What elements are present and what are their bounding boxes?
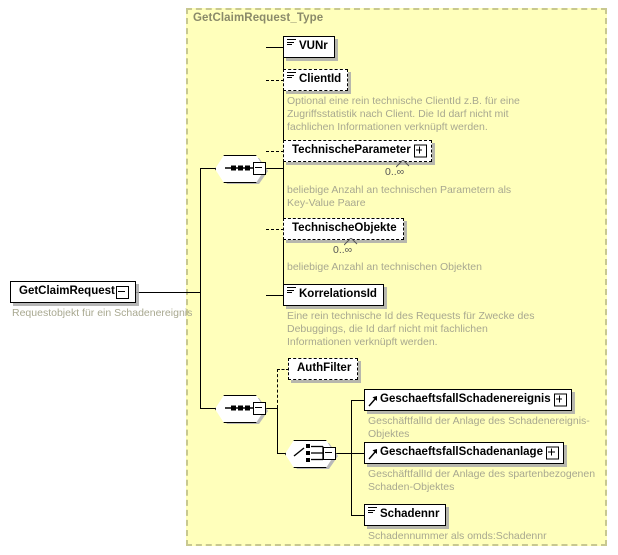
sequence-lines-icon <box>287 72 296 79</box>
connector-seq2-spine-down <box>277 408 278 453</box>
node-label: ClientId <box>299 73 342 86</box>
connector-seq1-out <box>264 168 284 169</box>
occurrence-mark-icon <box>344 238 358 246</box>
collapse-toggle-sequence-2[interactable] <box>253 402 266 415</box>
occurrence-technische-parameter: 0..∞ <box>385 166 405 178</box>
connector-root <box>127 292 201 293</box>
description-technische-parameter: beliebige Anzahl an technischen Paramete… <box>287 184 512 209</box>
node-label: TechnischeParameter <box>292 144 411 157</box>
collapse-toggle-choice[interactable] <box>323 447 336 460</box>
node-schadennr[interactable]: Schadennr <box>364 504 447 526</box>
sequence-lines-icon <box>287 287 296 294</box>
reference-arrow-icon <box>368 449 377 460</box>
node-geschaeftsfall-schadenereignis[interactable]: GeschaeftsfallSchadenereignis <box>364 389 572 411</box>
node-auth-filter[interactable]: AuthFilter <box>288 358 359 380</box>
node-label: AuthFilter <box>297 362 352 375</box>
collapse-toggle-sequence-1[interactable] <box>253 162 266 175</box>
node-label: GeschaeftsfallSchadenanlage <box>380 446 543 459</box>
expand-toggle-geschaeftsfall-schadenanlage[interactable] <box>545 446 559 460</box>
sequence-icon <box>225 405 255 411</box>
description-geschaeftsfall-schadenanlage: GeschäftfallId der Anlage des spartenbez… <box>368 468 596 493</box>
expand-toggle-technische-parameter[interactable] <box>413 144 427 158</box>
collapse-toggle-root[interactable] <box>116 286 129 299</box>
connector-seq1-in <box>200 168 216 169</box>
connector-choice-spine-down <box>351 453 352 515</box>
connector-choice-out <box>334 453 352 454</box>
reference-arrow-icon <box>368 396 377 407</box>
connector-seq2-out <box>264 408 278 409</box>
sequence-lines-icon <box>368 507 377 514</box>
node-label: GetClaimRequest <box>19 285 115 298</box>
type-panel-title: GetClaimRequest_Type <box>193 12 324 24</box>
connector-root-down <box>200 292 201 408</box>
connector-technischeparameter <box>266 151 284 152</box>
node-label: GeschaeftsfallSchadenereignis <box>380 393 551 406</box>
description-geschaeftsfall-schadenereignis: GeschäftfallId der Anlage des Schadenere… <box>368 415 590 440</box>
root-description: Requestobjekt für ein Schadenereignis <box>12 307 193 319</box>
node-get-claim-request[interactable]: GetClaimRequest <box>10 281 136 303</box>
occurrence-mark-icon <box>396 160 410 168</box>
type-panel <box>186 8 607 546</box>
connector-vunr <box>266 47 284 48</box>
node-technische-parameter[interactable]: TechnischeParameter <box>283 140 432 162</box>
node-korrelations-id[interactable]: KorrelationsId <box>283 284 384 306</box>
node-label: KorrelationsId <box>299 288 377 301</box>
connector-schadennr <box>351 515 365 516</box>
sequence-compositor-2[interactable] <box>215 395 268 424</box>
occurrence-technische-objekte: 0..∞ <box>333 244 353 256</box>
description-korrelations-id: Eine rein technische Id des Requests für… <box>287 310 535 348</box>
connector-seq2-spine-up <box>277 369 278 408</box>
connector-seq2-in <box>200 408 216 409</box>
node-label: TechnischeObjekte <box>292 222 397 235</box>
node-label: Schadennr <box>380 508 440 521</box>
description-schadennr: Schadennummer als omds:Schadennr <box>368 530 547 542</box>
description-clientid: Optional eine rein technische ClientId z… <box>287 95 520 133</box>
node-vunr[interactable]: VUNr <box>283 36 335 58</box>
connector-geschaeftsfall-schadenanlage <box>351 453 365 454</box>
connector-clientid <box>266 80 284 81</box>
node-label: VUNr <box>299 40 328 53</box>
description-technische-objekte: beliebige Anzahl an technischen Objekten <box>287 261 482 273</box>
connector-geschaeftsfall-schadenereignis <box>351 400 365 401</box>
sequence-icon <box>225 165 255 171</box>
connector-korrelationsid <box>266 295 284 296</box>
expand-toggle-geschaeftsfall-schadenereignis[interactable] <box>553 393 567 407</box>
node-clientid[interactable]: ClientId <box>283 69 349 91</box>
connector-root-up <box>200 168 201 292</box>
connector-seq1-spine-up <box>283 47 284 168</box>
connector-technischeobjekte <box>266 229 284 230</box>
connector-authfilter <box>277 369 289 370</box>
node-technische-objekte[interactable]: TechnischeObjekte <box>283 218 404 240</box>
connector-choice-spine-up <box>351 400 352 453</box>
connector-choice-in <box>277 453 286 454</box>
sequence-lines-icon <box>287 39 296 46</box>
node-geschaeftsfall-schadenanlage[interactable]: GeschaeftsfallSchadenanlage <box>364 442 564 464</box>
